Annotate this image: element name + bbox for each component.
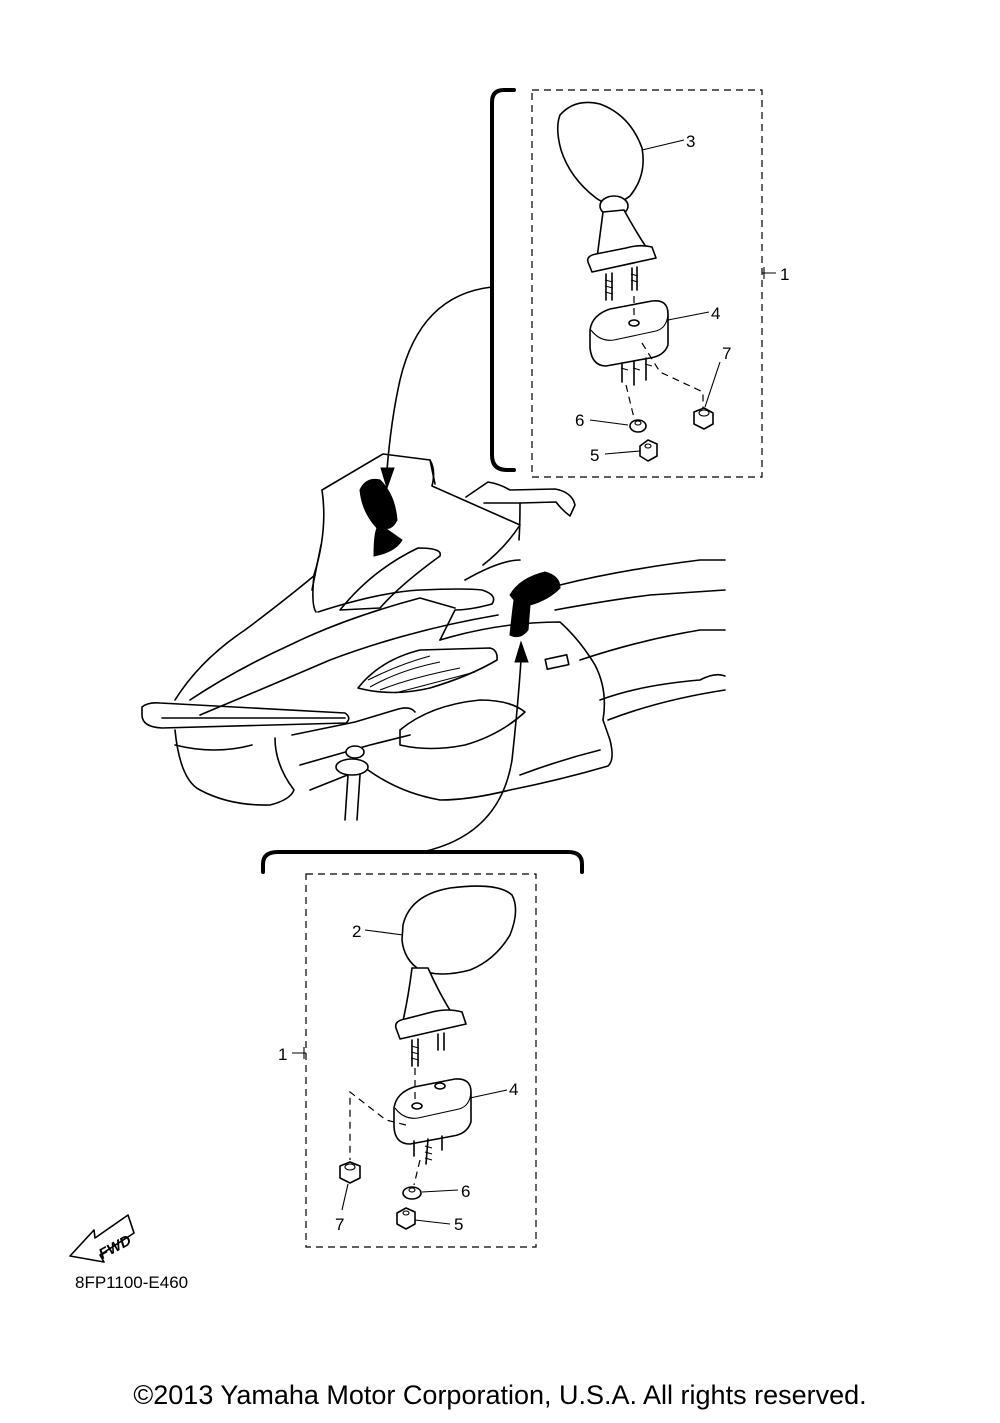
callout-upper-nut-b: 5 bbox=[590, 446, 599, 465]
copyright-notice: ©2013 Yamaha Motor Corporation, U.S.A. A… bbox=[133, 1380, 867, 1410]
lower-mount-bracket bbox=[393, 1078, 472, 1165]
callout-upper-set: 1 bbox=[780, 265, 789, 284]
upper-mirror bbox=[556, 101, 657, 301]
callout-upper-washer: 6 bbox=[575, 411, 584, 430]
upper-bracket bbox=[490, 88, 516, 472]
drawing-code: 8FP1100-E460 bbox=[75, 1273, 188, 1292]
lower-mirror bbox=[394, 885, 517, 1067]
callout-lower-washer: 6 bbox=[461, 1182, 470, 1201]
upper-nut-7 bbox=[693, 407, 714, 430]
callout-lower-bracket: 4 bbox=[509, 1080, 518, 1099]
upper-nut-5 bbox=[639, 439, 658, 462]
upper-assembly: 3 1 4 7 6 5 bbox=[490, 88, 789, 478]
lower-pointer-arrow bbox=[421, 659, 522, 853]
lower-assembly: 2 1 4 6 5 7 bbox=[261, 850, 584, 1248]
upper-washer-6 bbox=[629, 419, 647, 433]
callout-upper-mirror: 3 bbox=[686, 132, 695, 151]
fwd-arrow-icon: FWD bbox=[69, 1214, 135, 1263]
upper-mount-bracket bbox=[589, 299, 669, 386]
upper-dashed-box bbox=[531, 89, 763, 478]
left-mirror-highlight bbox=[359, 479, 403, 557]
callout-lower-nut-a: 7 bbox=[335, 1215, 344, 1234]
callout-upper-nut-a: 7 bbox=[722, 344, 731, 363]
lower-nut-5 bbox=[396, 1207, 416, 1230]
right-mirror-highlight bbox=[509, 571, 561, 638]
lower-nut-7 bbox=[339, 1161, 361, 1184]
upper-pointer-arrow bbox=[386, 286, 493, 471]
callout-lower-nut-b: 5 bbox=[454, 1215, 463, 1234]
callout-upper-bracket: 4 bbox=[711, 304, 720, 323]
callout-lower-set: 1 bbox=[278, 1045, 287, 1064]
lower-bracket bbox=[261, 850, 584, 874]
callout-lower-mirror: 2 bbox=[352, 922, 361, 941]
lower-washer-6 bbox=[402, 1186, 422, 1200]
lower-dashed-box bbox=[305, 873, 537, 1248]
snowmobile bbox=[141, 453, 726, 821]
